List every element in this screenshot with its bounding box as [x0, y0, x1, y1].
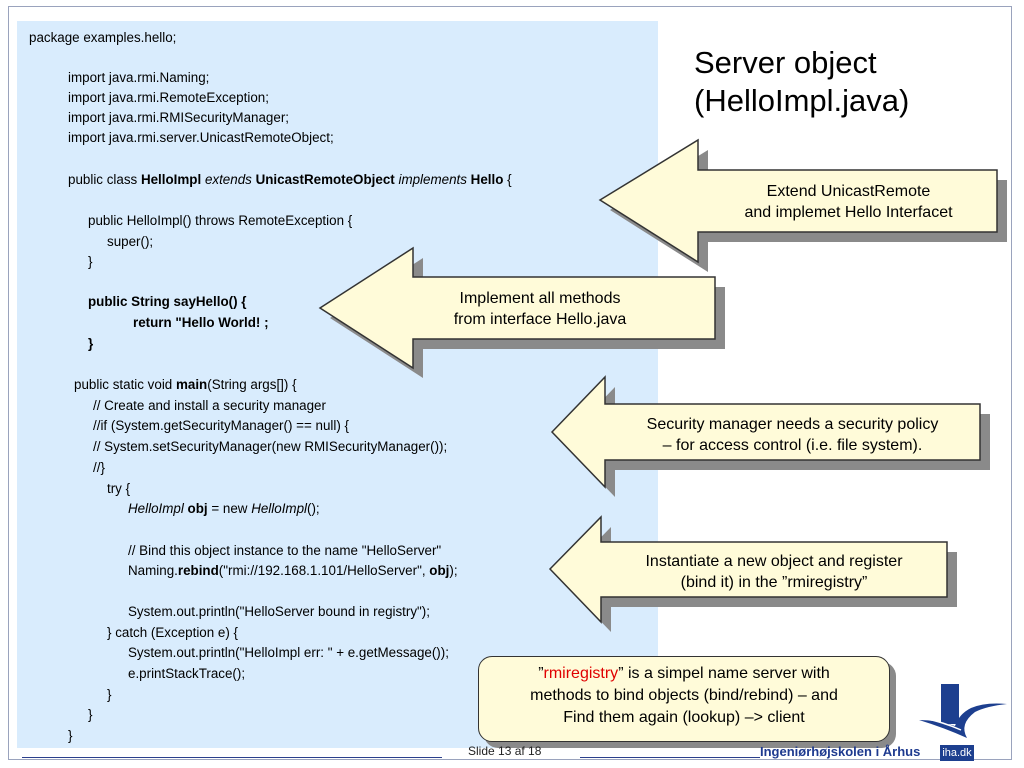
iha-logo-icon	[919, 684, 1007, 738]
code-line: import java.rmi.RemoteException;	[68, 90, 269, 105]
school-name: Ingeniørhøjskolen i Århus	[760, 744, 921, 759]
footer-line-left	[22, 757, 442, 758]
code-line: import java.rmi.Naming;	[68, 70, 210, 85]
code-line: } catch (Exception e) {	[107, 625, 239, 640]
code-line: // Create and install a security manager	[93, 398, 326, 413]
code-line: import java.rmi.RMISecurityManager;	[68, 110, 290, 125]
code-line: package examples.hello;	[29, 30, 177, 45]
callout-arrow-4	[548, 515, 957, 632]
code-line: public String sayHello() {	[88, 294, 247, 309]
logo-label: iha.dk	[940, 745, 974, 761]
code-line: public HelloImpl() throws RemoteExceptio…	[88, 213, 353, 228]
code-line: // System.setSecurityManager(new RMISecu…	[93, 439, 448, 454]
footer-line-mid	[580, 757, 760, 758]
rmiregistry-note: ”rmiregistry” is a simpel name server wi…	[478, 656, 890, 742]
code-line: //}	[93, 460, 105, 475]
code-line: System.out.println("HelloImpl err: " + e…	[128, 645, 449, 660]
code-line-main: public static void main(String args[]) {	[74, 377, 297, 392]
slide-number: Slide 13 af 18	[468, 744, 542, 758]
code-line: // Bind this object instance to the name…	[128, 543, 442, 558]
code-panel	[17, 21, 658, 748]
callout-arrow-3	[550, 375, 990, 497]
code-line: import java.rmi.server.UnicastRemoteObje…	[68, 130, 334, 145]
code-line: }	[88, 254, 93, 269]
code-line: }	[88, 707, 93, 722]
code-line: }	[68, 728, 73, 743]
code-line: return "Hello World! ;	[133, 315, 269, 330]
rmiregistry-keyword: rmiregistry	[543, 665, 619, 682]
code-line: }	[88, 336, 94, 351]
code-line: super();	[107, 234, 154, 249]
callout-arrow-2	[318, 246, 725, 378]
slide-title: Server object (HelloImpl.java)	[694, 45, 910, 118]
code-line: try {	[107, 481, 131, 496]
code-line-class-decl: public class HelloImpl extends UnicastRe…	[68, 172, 512, 187]
callout-arrow-1	[598, 138, 1007, 272]
code-line: e.printStackTrace();	[128, 666, 246, 681]
code-line: System.out.println("HelloServer bound in…	[128, 604, 430, 619]
code-line: }	[107, 687, 112, 702]
code-line: //if (System.getSecurityManager() == nul…	[93, 418, 350, 433]
code-line-rebind: Naming.rebind("rmi://192.168.1.101/Hello…	[128, 563, 458, 578]
code-line: HelloImpl obj = new HelloImpl();	[128, 501, 320, 516]
